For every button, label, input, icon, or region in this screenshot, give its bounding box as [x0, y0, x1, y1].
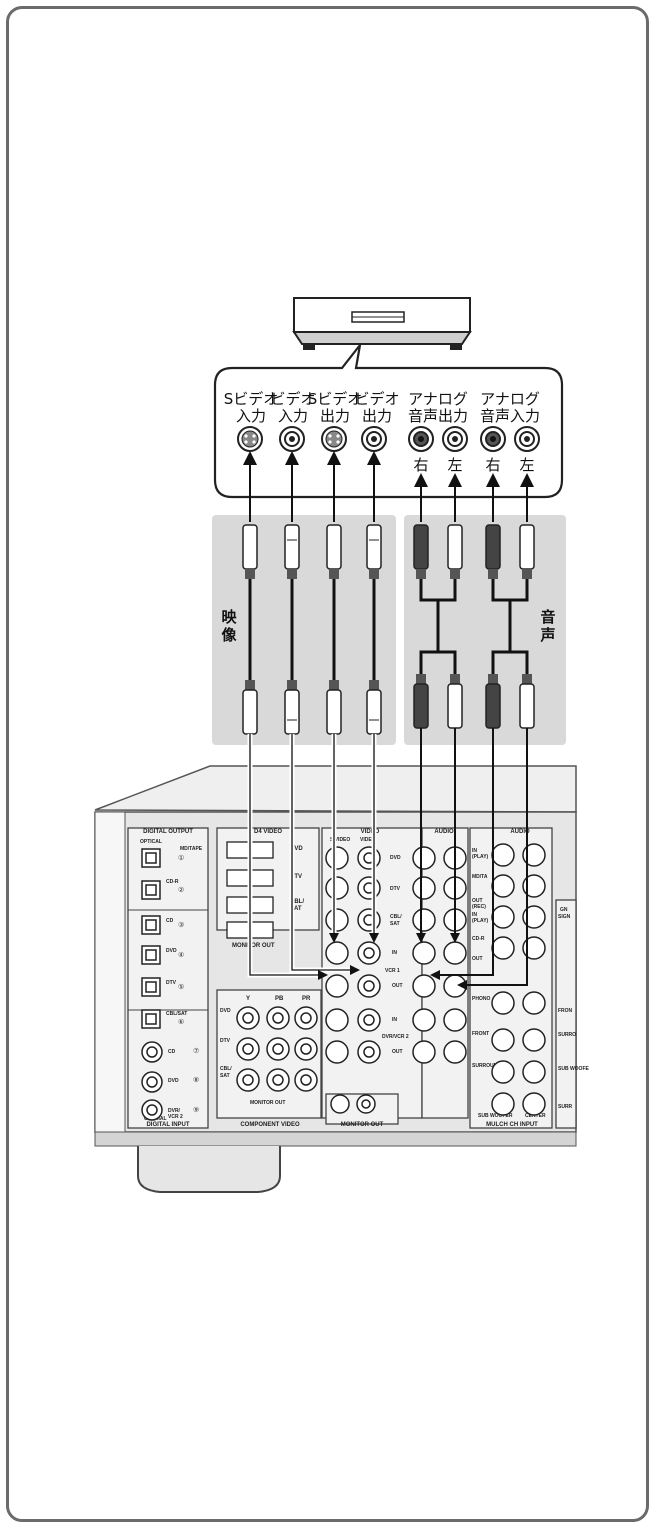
svg-text:GN: GN	[560, 907, 568, 913]
dvr-vcr2-label: DVR/VCR 2	[382, 1034, 409, 1040]
audio-in-right-jack-icon	[481, 427, 505, 451]
svg-text:②: ②	[178, 886, 184, 894]
s-video-in-jack-icon	[238, 427, 262, 451]
audio-group-label: 音	[540, 608, 555, 626]
video-group-label-2: 像	[221, 626, 237, 644]
video-in-jack-icon	[280, 427, 304, 451]
svg-text:③: ③	[178, 921, 184, 929]
video-group-label: 映	[221, 608, 237, 626]
dtv-dig-label: DTV	[166, 980, 177, 986]
in-play-label-b-2: (PLAY)	[472, 918, 489, 924]
far-right-section: GN SIGN FRON SURRO SUB WOOFE SURR	[556, 900, 589, 1128]
video-dtv-label: DTV	[390, 886, 401, 892]
cd-r-label: CD-R	[166, 879, 179, 885]
channel-label-right-in: 右	[485, 456, 500, 474]
svg-text:SURRO: SURRO	[558, 1032, 576, 1038]
video-out-jack-icon	[362, 427, 386, 451]
svg-text:①: ①	[178, 854, 184, 862]
video-dvd-label: DVD	[390, 855, 401, 861]
vcr2-out-label: OUT	[392, 1049, 403, 1055]
optical-label: OPTICAL	[140, 839, 162, 845]
svg-text:④: ④	[178, 951, 184, 959]
svg-text:音声入力: 音声入力	[480, 407, 540, 425]
phono-label: PHONO	[472, 996, 490, 1002]
cd-coax-label: CD	[168, 1049, 176, 1055]
component-video-section: Y PB PR DVD DTV CBL/ SAT MONITOR OUT COM…	[217, 990, 321, 1128]
audio-in-left-jack-icon	[515, 427, 539, 451]
svg-text:⑦: ⑦	[193, 1047, 199, 1055]
cbl-dig-label: CBL/SAT	[166, 1011, 187, 1017]
dvd-coax-label: DVD	[168, 1078, 179, 1084]
audio-out-right-jack-icon	[409, 427, 433, 451]
s-video-out-jack-icon	[322, 427, 346, 451]
svg-text:SIGN: SIGN	[558, 914, 571, 920]
in-play-label-2: (PLAY)	[472, 854, 489, 860]
front-label: FRONT	[472, 1031, 489, 1037]
svg-text:出力: 出力	[362, 407, 392, 425]
channel-label-right-out: 右	[413, 456, 428, 474]
audio-label: AUDIO	[434, 829, 454, 835]
port-label-analog-audio-out: アナログ 音声出力	[408, 390, 468, 425]
md-tape-label: MD/TAPE	[180, 846, 203, 852]
multi-ch-input-label: MULCH CH INPUT	[486, 1122, 538, 1128]
svg-text:SUB WOOFE: SUB WOOFE	[558, 1066, 589, 1072]
svg-text:入力: 入力	[236, 407, 266, 425]
svg-text:⑥: ⑥	[178, 1018, 184, 1026]
component-dtv-label: DTV	[220, 1038, 231, 1044]
svg-text:SURR: SURR	[558, 1104, 573, 1110]
svg-text:アナログ: アナログ	[408, 390, 468, 408]
monitor-out-label: MONITOR OUT	[341, 1122, 384, 1128]
out-rec-label-2: (REC)	[472, 904, 486, 910]
component-pb-label: PB	[275, 996, 284, 1002]
component-cbl-label-2: SAT	[220, 1073, 230, 1079]
cd-r-audio-label: CD-R	[472, 936, 485, 942]
component-y-label: Y	[246, 996, 250, 1002]
d4-monitor-out-label: MONITOR OUT	[232, 943, 275, 949]
vcr1-in-label: IN	[392, 950, 397, 956]
video-cbl-label: CBL/	[390, 914, 402, 920]
md-tape-audio-label: MD/TA	[472, 874, 488, 880]
audio-group-label-2: 声	[539, 626, 555, 644]
digital-section: DIGITAL OUTPUT OPTICAL MD/TAPE CD-R CD D…	[128, 828, 208, 1128]
cd-dig-label: CD	[166, 918, 174, 924]
video-label: VIDEO	[361, 829, 380, 835]
svg-text:音声出力: 音声出力	[408, 407, 468, 425]
component-pr-label: PR	[302, 996, 311, 1002]
source-device-icon	[294, 298, 470, 350]
audio-out-left-jack-icon	[443, 427, 467, 451]
video-cbl-label-2: SAT	[390, 921, 400, 927]
vcr1-out-label: OUT	[392, 983, 403, 989]
out-audio-label: OUT	[472, 956, 483, 962]
svg-text:出力: 出力	[320, 407, 350, 425]
right-audio-section: AUDIO IN (PLAY) MD/TA OUT (REC) IN (PLAY…	[470, 828, 552, 1128]
svg-text:⑧: ⑧	[193, 1076, 199, 1084]
channel-label-left-in: 左	[519, 456, 534, 474]
svg-text:⑤: ⑤	[178, 983, 184, 991]
digital-input-label: DIGITAL INPUT	[146, 1122, 189, 1128]
channel-label-left-out: 左	[447, 456, 462, 474]
svg-text:⑨: ⑨	[193, 1106, 199, 1114]
component-dvd-label: DVD	[220, 1008, 231, 1014]
svg-text:アナログ: アナログ	[480, 390, 540, 408]
digital-output-label: DIGITAL OUTPUT	[143, 829, 193, 835]
vcr2-in-label: IN	[392, 1017, 397, 1023]
dvd-dig-label: DVD	[166, 948, 177, 954]
dvr-coax-label-2: VCR 2	[168, 1114, 183, 1120]
component-monitor-out-label: MONITOR OUT	[250, 1100, 285, 1106]
d4-video-label: D4 VIDEO	[254, 829, 282, 835]
monitor-out-section: MONITOR OUT	[326, 1094, 398, 1128]
svg-text:ビデオ: ビデオ	[354, 390, 399, 408]
port-label-analog-audio-in: アナログ 音声入力	[480, 390, 540, 425]
svg-text:FRON: FRON	[558, 1008, 573, 1014]
svg-text:入力: 入力	[278, 407, 308, 425]
vcr1-label: VCR 1	[385, 968, 400, 974]
component-cbl-label: CBL/	[220, 1066, 232, 1072]
component-video-label: COMPONENT VIDEO	[240, 1122, 300, 1128]
